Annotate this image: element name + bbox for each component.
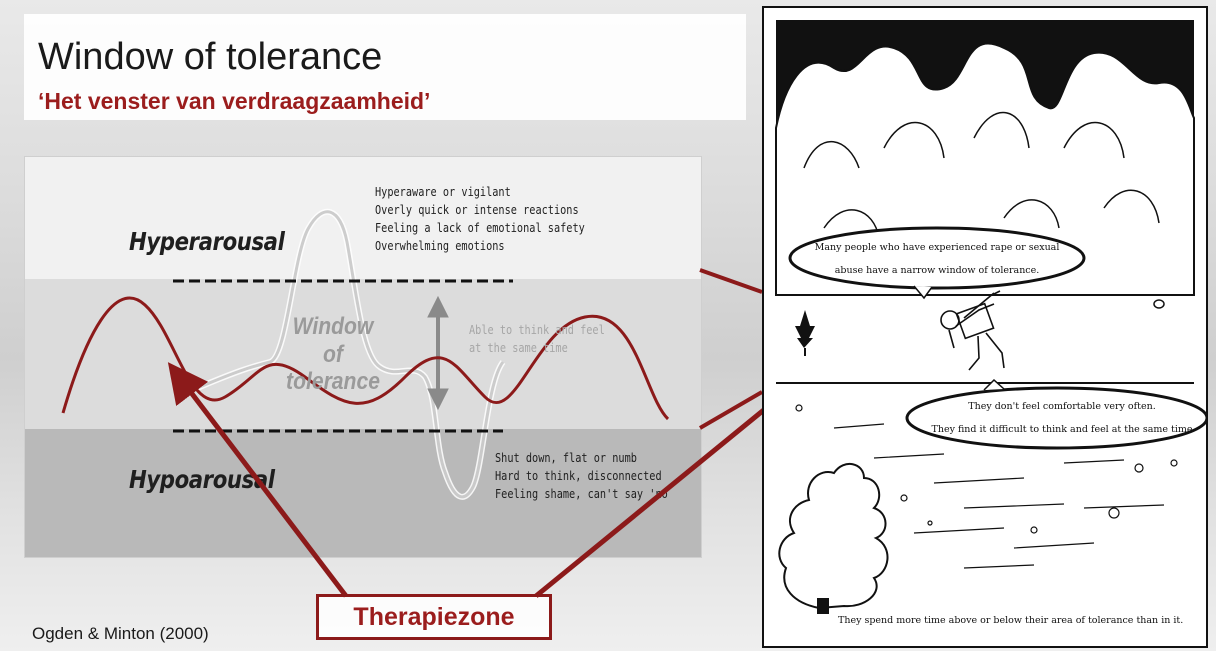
bubble1-line: Many people who have experienced rape or… [815, 242, 1060, 253]
speech-bubble-2 [907, 388, 1206, 448]
bubble1-line: abuse have a narrow window of tolerance. [835, 265, 1040, 276]
comic-panel: Many people who have experienced rape or… [762, 6, 1208, 648]
bubble2-line: They don't feel comfortable very often. [968, 401, 1155, 412]
person-figure [941, 291, 1004, 370]
speech-bubble-1 [790, 228, 1084, 288]
comic-illustration: Many people who have experienced rape or… [764, 8, 1206, 646]
bubble2-line: They find it difficult to think and feel… [932, 424, 1193, 435]
comic-caption: They spend more time above or below thei… [838, 615, 1183, 626]
pine-tree-icon [795, 310, 815, 348]
snowy-tree-shape [779, 464, 887, 608]
arrow-to-left-wave [180, 378, 346, 596]
connector-upper [700, 270, 762, 292]
connector-lower [700, 392, 762, 428]
